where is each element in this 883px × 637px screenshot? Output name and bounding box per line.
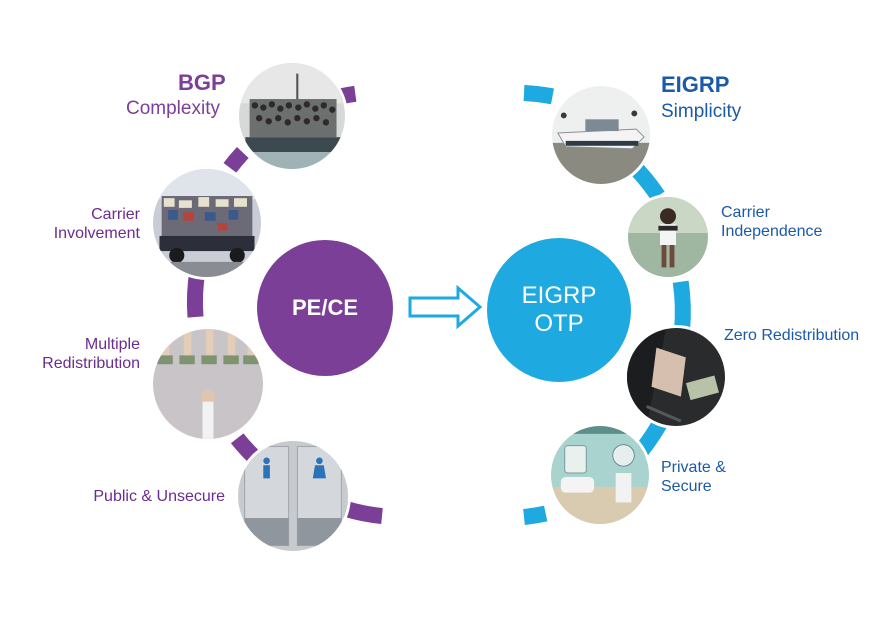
loaded-truck-photo [150, 166, 264, 280]
right-ring-arc [523, 505, 548, 525]
pe-ce-hub: PE/CE [257, 240, 393, 376]
bgp-subtitle: Complexity [126, 98, 220, 119]
crowded-boat-photo [236, 60, 348, 172]
restroom-doors-photo [235, 438, 351, 554]
hands-with-money-photo [150, 326, 266, 442]
arrow-icon [408, 285, 483, 329]
pe-ce-label: PE/CE [291, 295, 359, 320]
speedboat-photo [549, 83, 653, 187]
bgp-title: BGP [178, 70, 226, 95]
eigrp-title: EIGRP [661, 72, 730, 97]
money-in-pocket-photo [624, 325, 728, 429]
eigrp-subtitle: Simplicity [661, 101, 742, 122]
otp-hub-label: OTP [534, 310, 584, 337]
girl-with-backpack-photo [625, 194, 711, 280]
public-unsecure-label: Public & Unsecure [93, 488, 225, 505]
left-ring-arc [343, 501, 383, 524]
eigrp-hub-label: EIGRP [521, 282, 597, 309]
right-ring-arc [672, 280, 691, 331]
private-secure-label: Private &Secure [661, 459, 726, 495]
zero-redistribution-label: Zero Redistribution [724, 327, 860, 344]
right-ring-arc [523, 85, 554, 105]
left-ring-arc [223, 147, 249, 173]
clean-bathroom-photo [548, 423, 652, 527]
eigrp-otp-hub: EIGRP OTP [487, 238, 631, 382]
